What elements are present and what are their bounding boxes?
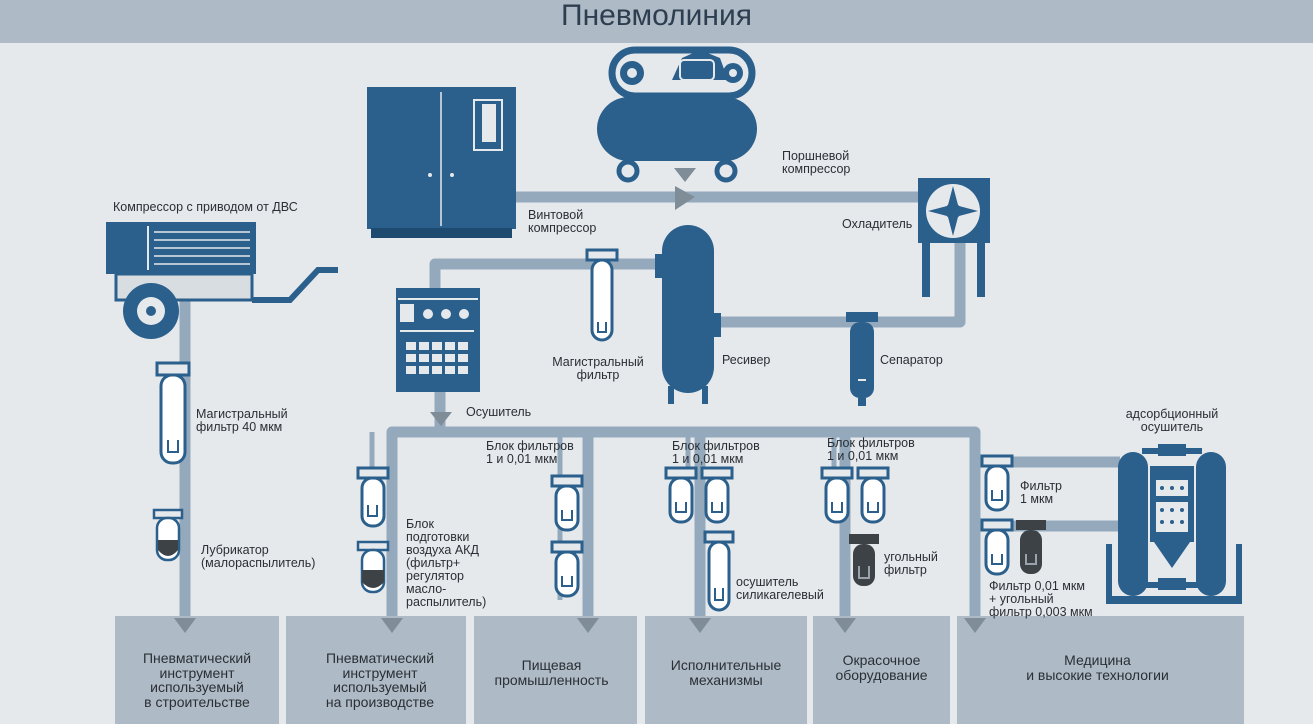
- arrow-right-icon: [675, 186, 695, 210]
- separator-icon: [846, 312, 878, 406]
- filter-block-food-icon: [550, 474, 584, 598]
- page-title: Пневмолиния: [561, 0, 752, 32]
- label-filter-block-food: Блок фильтров 1 и 0,01 мкм: [486, 439, 574, 466]
- label-dryer: Осушитель: [466, 405, 532, 419]
- label-prep-unit: Блок подготовки воздуха АКД (фильтр+ рег…: [406, 517, 487, 609]
- label-lubricator: Лубрикатор (малораспылитель): [201, 543, 316, 570]
- filter-block-paint-icon: [820, 466, 890, 586]
- label-filter-1: Фильтр 1 мкм: [1020, 479, 1062, 506]
- piston-compressor-icon: [597, 46, 757, 183]
- pipe-receiver-dryer: [429, 258, 660, 290]
- destination-box-production: [286, 616, 466, 724]
- header-bar: [0, 0, 1313, 43]
- cooler-icon: [918, 178, 990, 297]
- destination-label-paint: Окрасочное оборудование: [835, 652, 928, 683]
- flow-arrows: [174, 168, 986, 633]
- label-separator: Сепаратор: [880, 353, 943, 367]
- destination-label-mechanisms: Исполнительные механизмы: [670, 657, 782, 688]
- adsorption-dryer-icon: [1106, 444, 1242, 604]
- label-adsorption-dryer: адсорбционный осушитель: [1125, 407, 1219, 434]
- destination-label-medicine: Медицина и высокие технологии: [1026, 652, 1169, 683]
- label-filter-block-paint: Блок фильтров 1 и 0,01 мкм: [827, 436, 915, 463]
- medicine-filters-icon: [980, 454, 1046, 576]
- label-piston-compressor: Поршневой компрессор: [782, 149, 851, 176]
- destination-label-production: Пневматический инструмент используемый н…: [325, 650, 435, 710]
- arrow-down-icon: [964, 618, 986, 633]
- destination-label-construction: Пневматический инструмент используемый в…: [142, 650, 252, 710]
- diesel-compressor-icon: [106, 222, 338, 339]
- arrow-down-icon: [674, 168, 696, 182]
- destination-box-paint: [813, 616, 950, 724]
- label-main-filter-40: Магистральный фильтр 40 мкм: [196, 407, 288, 434]
- label-cooler: Охладитель: [842, 217, 913, 231]
- destination-box-medicine: [957, 616, 1244, 724]
- arrow-down-icon: [689, 618, 711, 633]
- destination-box-mechanisms: [645, 616, 807, 724]
- main-filter-icon: [585, 248, 619, 342]
- label-filter-001: Фильтр 0,01 мкм + угольный фильтр 0,003 …: [989, 579, 1093, 619]
- filter-block-mech-icon: [664, 466, 735, 612]
- pipe-cooler-receiver: [712, 240, 966, 328]
- receiver-icon: [655, 225, 721, 404]
- dryer-icon: [396, 288, 480, 392]
- label-filter-block-mech: Блок фильтров 1 и 0,01 мкм: [672, 439, 760, 466]
- arrow-down-icon: [430, 412, 452, 426]
- label-silica-dryer: осушитель силикагелевый: [736, 575, 824, 602]
- lubricator-icon: [152, 508, 184, 562]
- arrow-down-icon: [577, 618, 599, 633]
- label-diesel-compressor: Компрессор с приводом от ДВС: [113, 200, 298, 214]
- label-charcoal-filter: угольный фильтр: [884, 550, 938, 577]
- main-filter-40-icon: [155, 361, 191, 465]
- destination-label-food: Пищевая промышленность: [494, 657, 609, 688]
- prep-unit-icon: [356, 466, 390, 594]
- screw-compressor-icon: [367, 87, 516, 238]
- arrow-down-icon: [834, 618, 856, 633]
- destination-box-construction: [115, 616, 279, 724]
- arrow-down-icon: [381, 618, 403, 633]
- arrow-down-icon: [174, 618, 196, 633]
- label-main-filter: Магистральный фильтр: [552, 355, 644, 382]
- label-receiver: Ресивер: [722, 353, 771, 367]
- label-screw-compressor: Винтовой компрессор: [528, 208, 597, 235]
- destination-box-food: [474, 616, 637, 724]
